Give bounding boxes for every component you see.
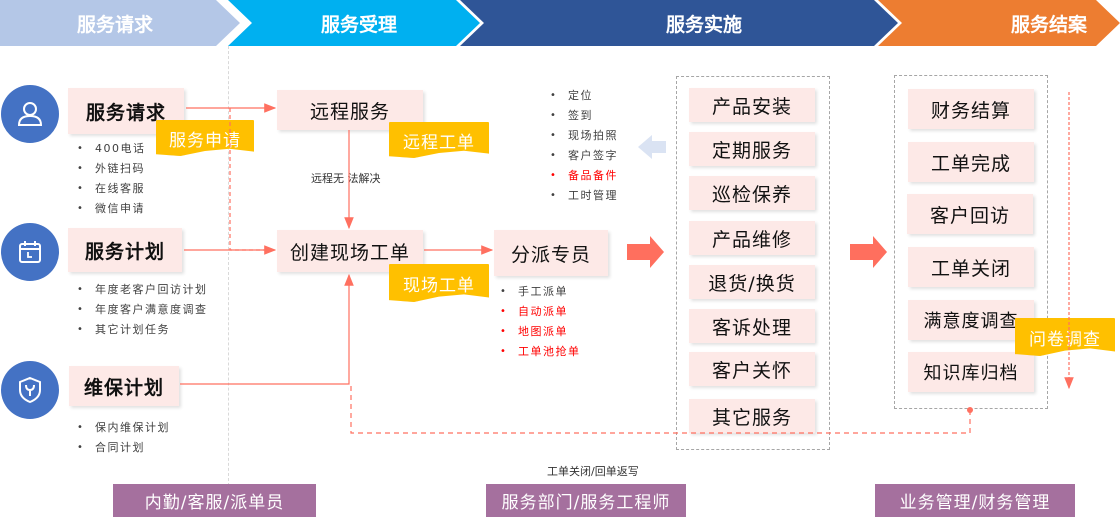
service-item: 定期服务	[689, 132, 815, 166]
maintenance-plan-list: 保内维保计划 合同计划	[77, 418, 170, 458]
list-item: 微信申请	[77, 199, 146, 219]
list-item: 合同计划	[77, 438, 170, 458]
list-item: 客户签字	[550, 146, 618, 166]
arrow-feedback-loop	[350, 385, 971, 434]
service-item: 其它服务	[689, 399, 815, 433]
service-item: 产品安装	[689, 88, 815, 122]
phase-divider	[228, 46, 229, 486]
list-item: 工时管理	[550, 186, 618, 206]
tag-remote-work-order: 远程工单	[389, 122, 489, 158]
closing-step: 客户回访	[907, 194, 1033, 234]
service-item: 退货/换货	[689, 265, 815, 299]
list-item: 自动派单	[500, 302, 581, 322]
user-icon	[1, 85, 59, 143]
list-item: 年度老客户回访计划	[77, 280, 208, 300]
closing-step: 工单关闭	[908, 247, 1034, 287]
tag-questionnaire: 问卷调查	[1015, 318, 1115, 356]
tag-service-application: 服务申请	[156, 120, 254, 156]
list-item: 现场拍照	[550, 126, 618, 146]
field-feature-list: 定位 签到 现场拍照 客户签字 备品备件 工时管理	[550, 86, 618, 206]
phase-header: 服务请求 服务受理 服务实施 服务结案	[0, 0, 1120, 46]
dispatch-method-list: 手工派单 自动派单 地图派单 工单池抢单	[500, 282, 581, 362]
list-item: 手工派单	[500, 282, 581, 302]
list-item: 签到	[550, 106, 618, 126]
phase-service-acceptance: 服务受理	[228, 0, 480, 46]
node-dispatch-specialist: 分派专员	[494, 230, 608, 276]
list-item: 保内维保计划	[77, 418, 170, 438]
feedback-label: 工单关闭/回单返写	[547, 465, 639, 478]
phase-service-implementation: 服务实施	[460, 0, 898, 46]
calendar-icon	[1, 223, 59, 281]
service-item: 巡检保养	[689, 176, 815, 210]
implementation-container	[676, 76, 830, 450]
closing-step: 财务结算	[908, 89, 1034, 129]
list-item: 地图派单	[500, 322, 581, 342]
block-arrow-dispatch-to-implement	[627, 236, 664, 268]
role-management: 业务管理/财务管理	[875, 484, 1075, 517]
service-item: 客户关怀	[689, 352, 815, 386]
list-item: 定位	[550, 86, 618, 106]
node-service-request: 服务请求	[68, 88, 184, 134]
role-back-office: 内勤/客服/派单员	[113, 484, 316, 517]
closing-step: 知识库归档	[908, 352, 1034, 392]
service-plan-list: 年度老客户回访计划 年度客户满意度调查 其它计划任务	[77, 280, 208, 340]
node-create-onsite-order: 创建现场工单	[277, 230, 423, 272]
role-service-engineers: 服务部门/服务工程师	[486, 484, 686, 517]
list-item: 其它计划任务	[77, 320, 208, 340]
phase-service-request: 服务请求	[0, 0, 240, 46]
list-item: 在线客服	[77, 179, 146, 199]
tag-onsite-work-order: 现场工单	[389, 264, 489, 302]
service-item: 客诉处理	[689, 309, 815, 343]
list-item: 工单池抢单	[500, 342, 581, 362]
closing-step: 工单完成	[908, 142, 1034, 182]
block-arrow-features	[638, 135, 666, 159]
list-item: 备品备件	[550, 166, 618, 186]
phase-service-closing: 服务结案	[878, 0, 1120, 46]
shield-wrench-icon	[1, 361, 59, 419]
list-item: 外链扫码	[77, 159, 146, 179]
node-remote-service: 远程服务	[277, 90, 423, 130]
request-channel-list: 400电话 外链扫码 在线客服 微信申请	[77, 139, 146, 219]
node-service-plan: 服务计划	[68, 228, 182, 272]
list-item: 年度客户满意度调查	[77, 300, 208, 320]
node-maintenance-plan: 维保计划	[69, 366, 179, 406]
service-item: 产品维修	[689, 221, 815, 255]
closing-step: 满意度调查	[908, 300, 1034, 340]
block-arrow-implement-to-close	[850, 236, 887, 268]
remote-unresolved-label: 远程无 法解决	[311, 172, 381, 185]
list-item: 400电话	[77, 139, 146, 159]
